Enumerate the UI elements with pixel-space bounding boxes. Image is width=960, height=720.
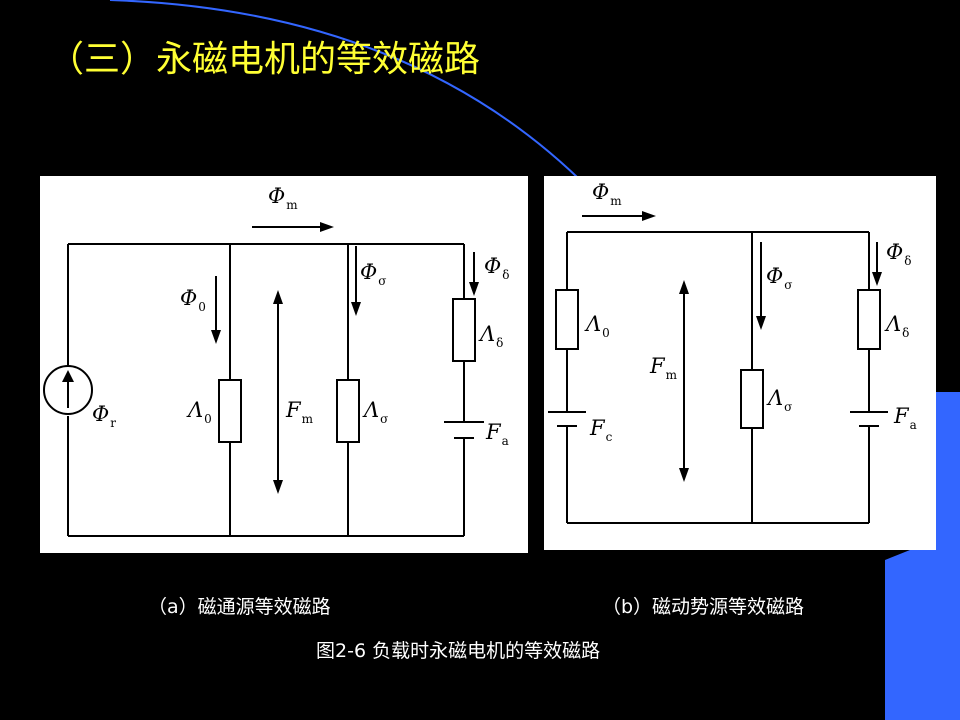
circuit-diagram-a: Φm Φ0 Φσ Φδ Φr Λ0 Λσ Λδ Fm Fa [40,176,528,553]
label-phi-m-b: Φm [592,180,622,208]
fm-arrowhead-up-a [273,290,283,304]
caption-a: （a）磁通源等效磁路 [148,596,331,618]
resistor-lambda0-a [218,379,242,443]
label-fc-b: Fc [590,416,613,444]
decorative-blue-block [885,392,960,720]
label-lambda-delta-a: Λδ [480,322,504,350]
battery-fc-b [548,411,586,427]
circuit-a-wiring [43,222,484,537]
label-lambda-sigma-b: Λσ [768,386,793,414]
resistor-lambda-delta-b [857,289,881,350]
slide-title: （三）永磁电机的等效磁路 [48,39,481,80]
label-lambda-delta-b: Λδ [886,312,910,340]
label-phi-m-a: Φm [268,184,298,212]
resistor-lambda-sigma-b [740,369,764,429]
label-phi-delta-a: Φδ [484,254,510,282]
label-phi-delta-b: Φδ [886,240,912,268]
phi-delta-arrowhead-b [872,272,882,286]
flux-source-arrowhead [62,370,74,382]
label-phi-0-a: Φ0 [180,286,206,314]
resistor-lambda0-b [555,289,579,350]
label-phi-sigma-b: Φσ [766,264,793,292]
figure-caption: 图2-6 负载时永磁电机的等效磁路 [316,640,601,662]
phi-m-arrowhead-a [320,222,334,232]
phi-m-arrowhead-b [642,211,656,221]
decorative-arc [109,0,601,201]
fm-arrowhead-up-b [679,280,689,294]
fm-arrowhead-down-b [679,468,689,482]
resistor-lambda-delta-a [452,298,476,362]
label-lambda-0-a: Λ0 [188,398,212,426]
circuit-b-wiring [548,211,888,524]
phi-sigma-arrowhead-a [351,302,361,316]
phi-delta-arrowhead-a [469,282,479,296]
battery-fa-a [444,421,484,439]
circuit-diagram-b: Φm Φσ Φδ Λ0 Λσ Λδ Fm Fc Fa [544,176,936,550]
label-fa-a: Fa [486,420,509,448]
label-phi-sigma-a: Φσ [360,260,387,288]
caption-b: （b）磁动势源等效磁路 [602,596,805,618]
battery-fa-b [850,411,888,427]
label-phi-r-a: Φr [92,402,116,430]
resistor-lambda-sigma-a [336,379,360,443]
label-fa-b: Fa [894,404,917,432]
fm-arrowhead-down-a [273,480,283,494]
phi-sigma-arrowhead-b [756,316,766,330]
phi-0-arrowhead-a [211,330,221,344]
label-lambda-0-b: Λ0 [586,312,610,340]
label-lambda-sigma-a: Λσ [364,398,389,426]
label-fm-b: Fm [650,354,677,382]
label-fm-a: Fm [286,398,313,426]
